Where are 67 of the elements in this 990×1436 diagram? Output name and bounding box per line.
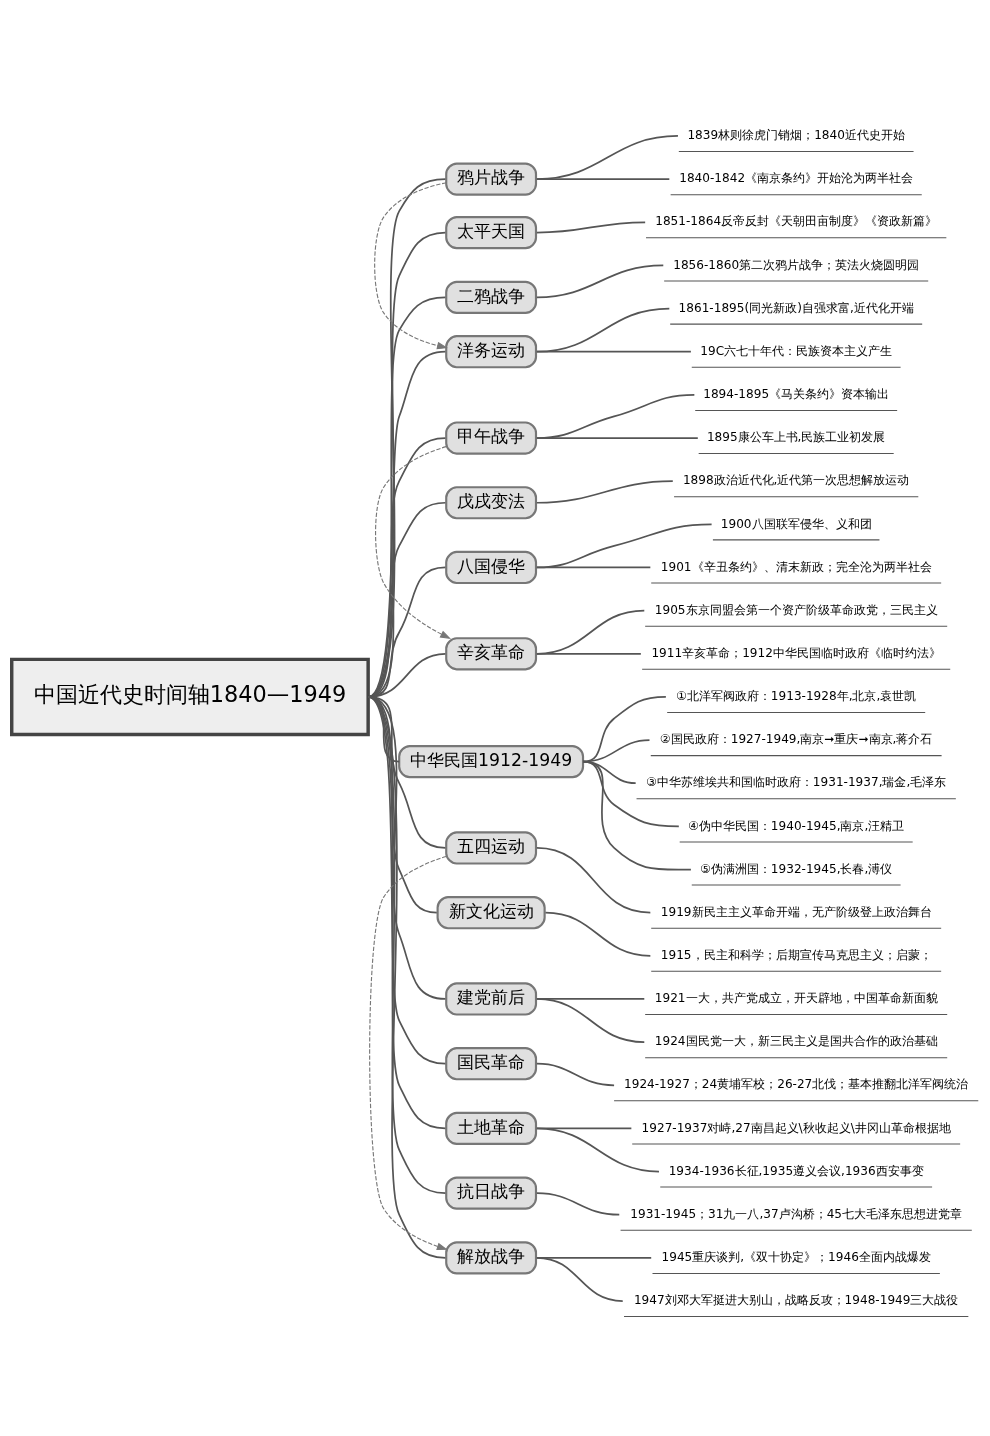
arrow [369,855,448,1250]
node-text: ②国民政府：1927-1949,南京➞重庆➞南京,蒋介石 [659,731,933,746]
node-box: 洋务运动 [445,334,538,368]
node-text: 1895康公车上书,民族工业初发展 [706,429,886,444]
node-text: 1945重庆谈判,《双十协定》；1946全面内战爆发 [661,1249,931,1264]
node-text: 1839林则徐虎门销烟；1840近代史开始 [687,127,905,142]
connector [536,134,679,180]
node-text: ③中华苏维埃共和国临时政府：1931-1937,瑞金,毛泽东 [646,774,947,789]
node-box: 五四运动 [445,830,538,865]
connector [536,350,692,353]
node-box: 太平天国 [445,215,538,249]
node-text: 1921一大，共产党成立，开天辟地，中国革命新面貌 [654,990,938,1005]
node-box: 中国近代史时间轴1840—1949 [10,657,370,736]
node-text: 1900八国联军侵华、义和团 [720,516,872,531]
connector [536,1062,615,1086]
node-text: 1924国民党一大，新三民主义是国共合作的政治基础 [654,1033,938,1048]
node-text: ④伪中华民国：1940-1945,南京,汪精卫 [688,818,905,833]
connector [536,1191,621,1216]
node-text: 1861-1895(同光新政)自强求富,近代化开端 [678,300,914,315]
connector [582,760,692,870]
node-box: 中华民国1912-1949 [398,744,585,778]
arrow [374,181,448,349]
node-text: 1898政治近代化,近代第一次思想解放运动 [682,472,910,487]
connector [536,609,646,655]
node-text: 1927-1937对峙,27南昌起义\秋收起义\井冈山革命根据地 [641,1120,951,1135]
connector [536,522,713,568]
node-text: 1934-1936长征,1935遵义会议,1936西安事变 [668,1163,924,1178]
node-text: ①北洋军阀政府：1913-1928年,北京,袁世凯 [676,688,917,703]
node-text: 1901《辛丑条约》、清末新政；完全沦为两半社会 [660,559,932,574]
node-text: 1911辛亥革命；1912中华民国临时政府《临时约法》 [651,645,941,660]
node-text: ⑤伪满洲国：1932-1945,长春,溥仪 [700,861,893,876]
connector [536,479,674,504]
connector [536,436,699,439]
node-text: 1919新民主主义革命开端，无产阶级登上政治舞台 [660,904,932,919]
node-text: 1856-1860第二次鸦片战争；英法火烧圆明园 [673,257,920,272]
node-box: 抗日战争 [445,1176,538,1210]
node-box: 八国侵华 [445,550,538,584]
node-text: 1905东京同盟会第一个资产阶级革命政党，三民主义 [654,602,938,617]
connector [536,1127,660,1172]
node-box: 国民革命 [445,1046,538,1080]
node-box: 解放战争 [445,1240,538,1274]
node-text: 1931-1945；31九一八,37卢沟桥；45七大毛泽东思想进党章 [630,1206,963,1221]
connector [536,220,647,233]
node-text: 1851-1864反帝反封《天朝田亩制度》《资政新篇》 [655,213,938,228]
node-box: 戊戌变法 [445,485,538,519]
connector [536,264,665,298]
connector [536,652,642,655]
node-text: 1924-1927；24黄埔军校；26-27北伐；基本推翻北洋军阀统治 [624,1076,969,1091]
connector [536,566,652,568]
connector [536,177,671,180]
connector [536,1256,624,1302]
node-text: 1894-1895《马关条约》资本输出 [703,386,890,401]
node-box: 鸦片战争 [445,162,538,196]
connector [544,911,652,957]
node-box: 辛亥革命 [445,636,538,670]
node-box: 甲午战争 [445,420,538,455]
node-box: 二鸦战争 [445,280,538,314]
connector [536,846,652,914]
node-box: 新文化运动 [436,895,546,929]
arrow [375,445,451,639]
node-box: 建党前后 [445,981,538,1016]
node-text: 1915，民主和科学；后期宣传马克思主义；启蒙； [660,947,932,962]
node-text: 19C六七十年代：民族资本主义产生 [700,343,893,358]
connector [536,997,646,1043]
node-text: 1947刘邓大军挺进大别山，战略反攻；1948-1949三大战役 [633,1292,959,1307]
node-text: 1840-1842《南京条约》开始沦为两半社会 [679,170,914,185]
node-box: 土地革命 [445,1111,538,1145]
